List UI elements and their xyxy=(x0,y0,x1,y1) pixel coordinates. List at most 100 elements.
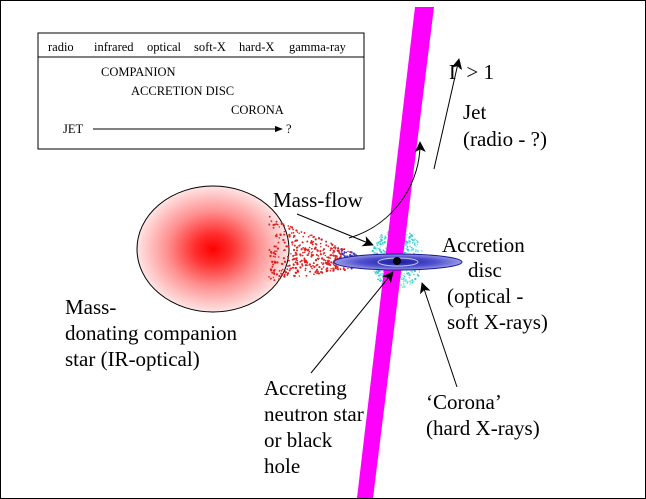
corona-particle xyxy=(404,278,407,281)
corona-particle xyxy=(379,277,381,279)
stream-particle xyxy=(282,223,285,226)
corona-particle xyxy=(379,273,382,276)
stream-particle xyxy=(283,225,286,227)
corona-particle xyxy=(380,278,382,281)
stream-particle xyxy=(283,230,286,233)
stream-particle xyxy=(350,267,353,270)
stream-particle xyxy=(322,266,325,268)
stream-particle xyxy=(303,232,306,234)
stream-particle xyxy=(281,268,284,271)
stream-particle xyxy=(341,252,343,254)
stream-particle xyxy=(287,225,290,227)
stream-particle xyxy=(316,268,319,271)
stream-particle xyxy=(347,267,349,270)
stream-particle xyxy=(292,228,294,231)
corona-particle xyxy=(405,248,407,250)
stream-particle xyxy=(292,258,295,261)
corona-particle xyxy=(408,274,411,277)
stream-particle xyxy=(276,223,279,226)
stream-particle xyxy=(314,238,317,240)
corona-particle xyxy=(406,241,409,244)
corona-particle xyxy=(401,286,404,289)
stream-particle xyxy=(281,273,284,277)
corona-particle xyxy=(408,240,410,242)
corona-particle xyxy=(411,281,414,284)
corona-particle xyxy=(413,239,416,242)
corona-particle xyxy=(406,272,409,275)
corona-particle xyxy=(402,282,405,285)
corona-particle xyxy=(420,250,423,252)
stream-particle xyxy=(288,234,291,237)
corona-particle xyxy=(377,270,380,273)
stream-particle xyxy=(350,251,353,254)
legend-jet-end: ? xyxy=(286,122,292,136)
corona-particle xyxy=(374,251,376,254)
compact-label-1: Accreting xyxy=(264,376,347,400)
mass-flow-label: Mass-flow xyxy=(273,188,364,212)
stream-particle xyxy=(319,245,322,248)
stream-particle xyxy=(316,257,319,260)
stream-particle xyxy=(310,234,313,237)
corona-particle xyxy=(378,274,380,277)
stream-particle xyxy=(275,245,277,248)
stream-particle xyxy=(274,234,277,237)
corona-particle xyxy=(416,241,419,243)
stream-particle xyxy=(283,233,286,236)
stream-particle xyxy=(313,247,317,250)
stream-particle xyxy=(276,250,278,252)
stream-particle xyxy=(317,270,319,273)
stream-particle xyxy=(278,237,281,239)
stream-particle xyxy=(314,243,317,245)
stream-particle xyxy=(331,243,334,246)
stream-particle xyxy=(336,266,339,269)
stream-particle xyxy=(299,260,302,263)
corona-particle xyxy=(406,282,409,284)
stream-particle xyxy=(310,255,313,258)
stream-particle xyxy=(285,245,288,248)
stream-particle xyxy=(315,253,318,256)
stream-particle xyxy=(283,260,287,263)
stream-particle xyxy=(274,253,277,256)
stream-particle xyxy=(330,242,333,245)
stream-particle xyxy=(337,265,339,267)
stream-particle xyxy=(277,256,280,258)
corona-particle xyxy=(381,279,383,282)
stream-particle xyxy=(302,251,304,254)
mass-flow-to-disc-arrow xyxy=(296,213,374,247)
corona-particle xyxy=(416,250,420,253)
corona-particle xyxy=(417,274,420,277)
stream-particle xyxy=(291,266,295,269)
corona-arrow xyxy=(420,282,458,388)
corona-particle xyxy=(400,277,403,281)
stream-particle xyxy=(288,269,291,272)
stream-particle xyxy=(304,269,307,271)
corona-particle xyxy=(416,240,418,242)
corona-particle xyxy=(379,250,381,253)
stream-particle xyxy=(334,264,338,267)
corona-particle xyxy=(414,243,416,245)
stream-particle xyxy=(326,256,328,258)
stream-particle xyxy=(343,251,346,254)
stream-particle xyxy=(336,257,339,260)
stream-particle xyxy=(296,262,299,265)
stream-particle xyxy=(329,254,332,257)
corona-particle xyxy=(408,276,411,279)
stream-particle xyxy=(329,269,332,272)
stream-particle xyxy=(270,252,273,254)
stream-particle xyxy=(324,254,326,257)
stream-particle xyxy=(276,247,280,250)
corona-particle xyxy=(383,250,385,253)
stream-particle xyxy=(321,271,324,274)
stream-particle xyxy=(286,274,289,276)
corona-particle xyxy=(403,251,406,254)
stream-particle xyxy=(302,247,305,249)
stream-particle xyxy=(340,251,343,253)
stream-particle xyxy=(325,240,328,243)
stream-particle xyxy=(319,249,322,253)
stream-particle xyxy=(319,242,322,245)
corona-particle xyxy=(404,280,407,283)
stream-particle xyxy=(322,248,326,251)
stream-particle xyxy=(302,235,305,238)
stream-particle xyxy=(268,223,270,225)
band-optical: optical xyxy=(147,40,182,54)
